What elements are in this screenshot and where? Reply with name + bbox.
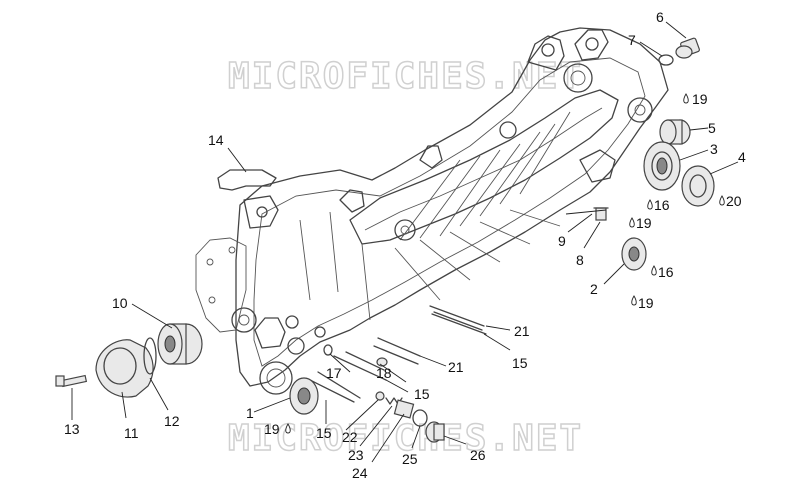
plug-24	[393, 399, 415, 419]
bearing-2	[621, 237, 647, 271]
callout-7: 7	[628, 32, 636, 48]
cover-11	[95, 339, 154, 398]
callout-19a: 19	[692, 91, 708, 107]
callout-18: 18	[376, 365, 392, 381]
callout-4: 4	[738, 149, 746, 165]
callout-21a: 21	[514, 323, 530, 339]
callouts: 1 2 3 4 5 6 7 8 9 10 11 12 13 14 15 15 1…	[64, 9, 746, 481]
callout-6: 6	[656, 9, 664, 25]
oring-12	[143, 337, 157, 375]
bushing-5	[659, 119, 691, 145]
callout-19b: 19	[636, 215, 652, 231]
seal-4	[681, 165, 715, 207]
ball-22	[375, 391, 385, 401]
callout-1: 1	[246, 405, 254, 421]
callout-10: 10	[112, 295, 128, 311]
bearing-3	[643, 141, 681, 191]
drop-icon	[285, 423, 291, 434]
callout-14: 14	[208, 132, 224, 148]
callout-19c: 19	[638, 295, 654, 311]
oring-7	[658, 54, 674, 66]
callout-9: 9	[558, 233, 566, 249]
filter-10	[157, 323, 203, 365]
callout-2: 2	[590, 281, 598, 297]
callout-17: 17	[326, 365, 342, 381]
callout-11: 11	[124, 425, 139, 441]
drop-icon	[647, 199, 653, 210]
drop-icon	[629, 217, 635, 228]
callout-8: 8	[576, 252, 584, 268]
callout-13: 13	[64, 421, 80, 437]
callout-26: 26	[470, 447, 486, 463]
callout-15b: 15	[414, 386, 430, 402]
callout-24: 24	[352, 465, 368, 481]
studs	[309, 305, 487, 403]
lubricant-drops	[285, 93, 725, 434]
bolt-8	[593, 207, 609, 221]
pin-18	[376, 357, 388, 367]
washer-17	[323, 344, 333, 356]
leader-lines	[71, 21, 739, 463]
crankcase-main	[195, 27, 669, 395]
callout-25: 25	[402, 451, 418, 467]
callout-5: 5	[708, 120, 716, 136]
screw-13	[55, 374, 88, 388]
drop-icon	[651, 265, 657, 276]
watermark-bottom: MICROFICHES.NET	[228, 418, 583, 459]
drop-icon	[631, 295, 637, 306]
callout-19d: 19	[264, 421, 280, 437]
callout-15c: 15	[316, 425, 332, 441]
callout-22: 22	[342, 429, 358, 445]
callout-23: 23	[348, 447, 364, 463]
gasket-14	[217, 169, 277, 191]
callout-12: 12	[164, 413, 180, 429]
callout-20: 20	[726, 193, 742, 209]
callout-16a: 16	[654, 197, 670, 213]
callout-15a: 15	[512, 355, 528, 371]
drop-icon	[719, 195, 725, 206]
callout-21b: 21	[448, 359, 464, 375]
callout-16b: 16	[658, 264, 674, 280]
watermark-top: MICROFICHES.NET	[228, 56, 583, 97]
plug-6	[675, 37, 700, 59]
cap-26	[425, 421, 445, 443]
bearing-1	[289, 377, 319, 415]
callout-3: 3	[710, 141, 718, 157]
drop-icon	[683, 93, 689, 104]
